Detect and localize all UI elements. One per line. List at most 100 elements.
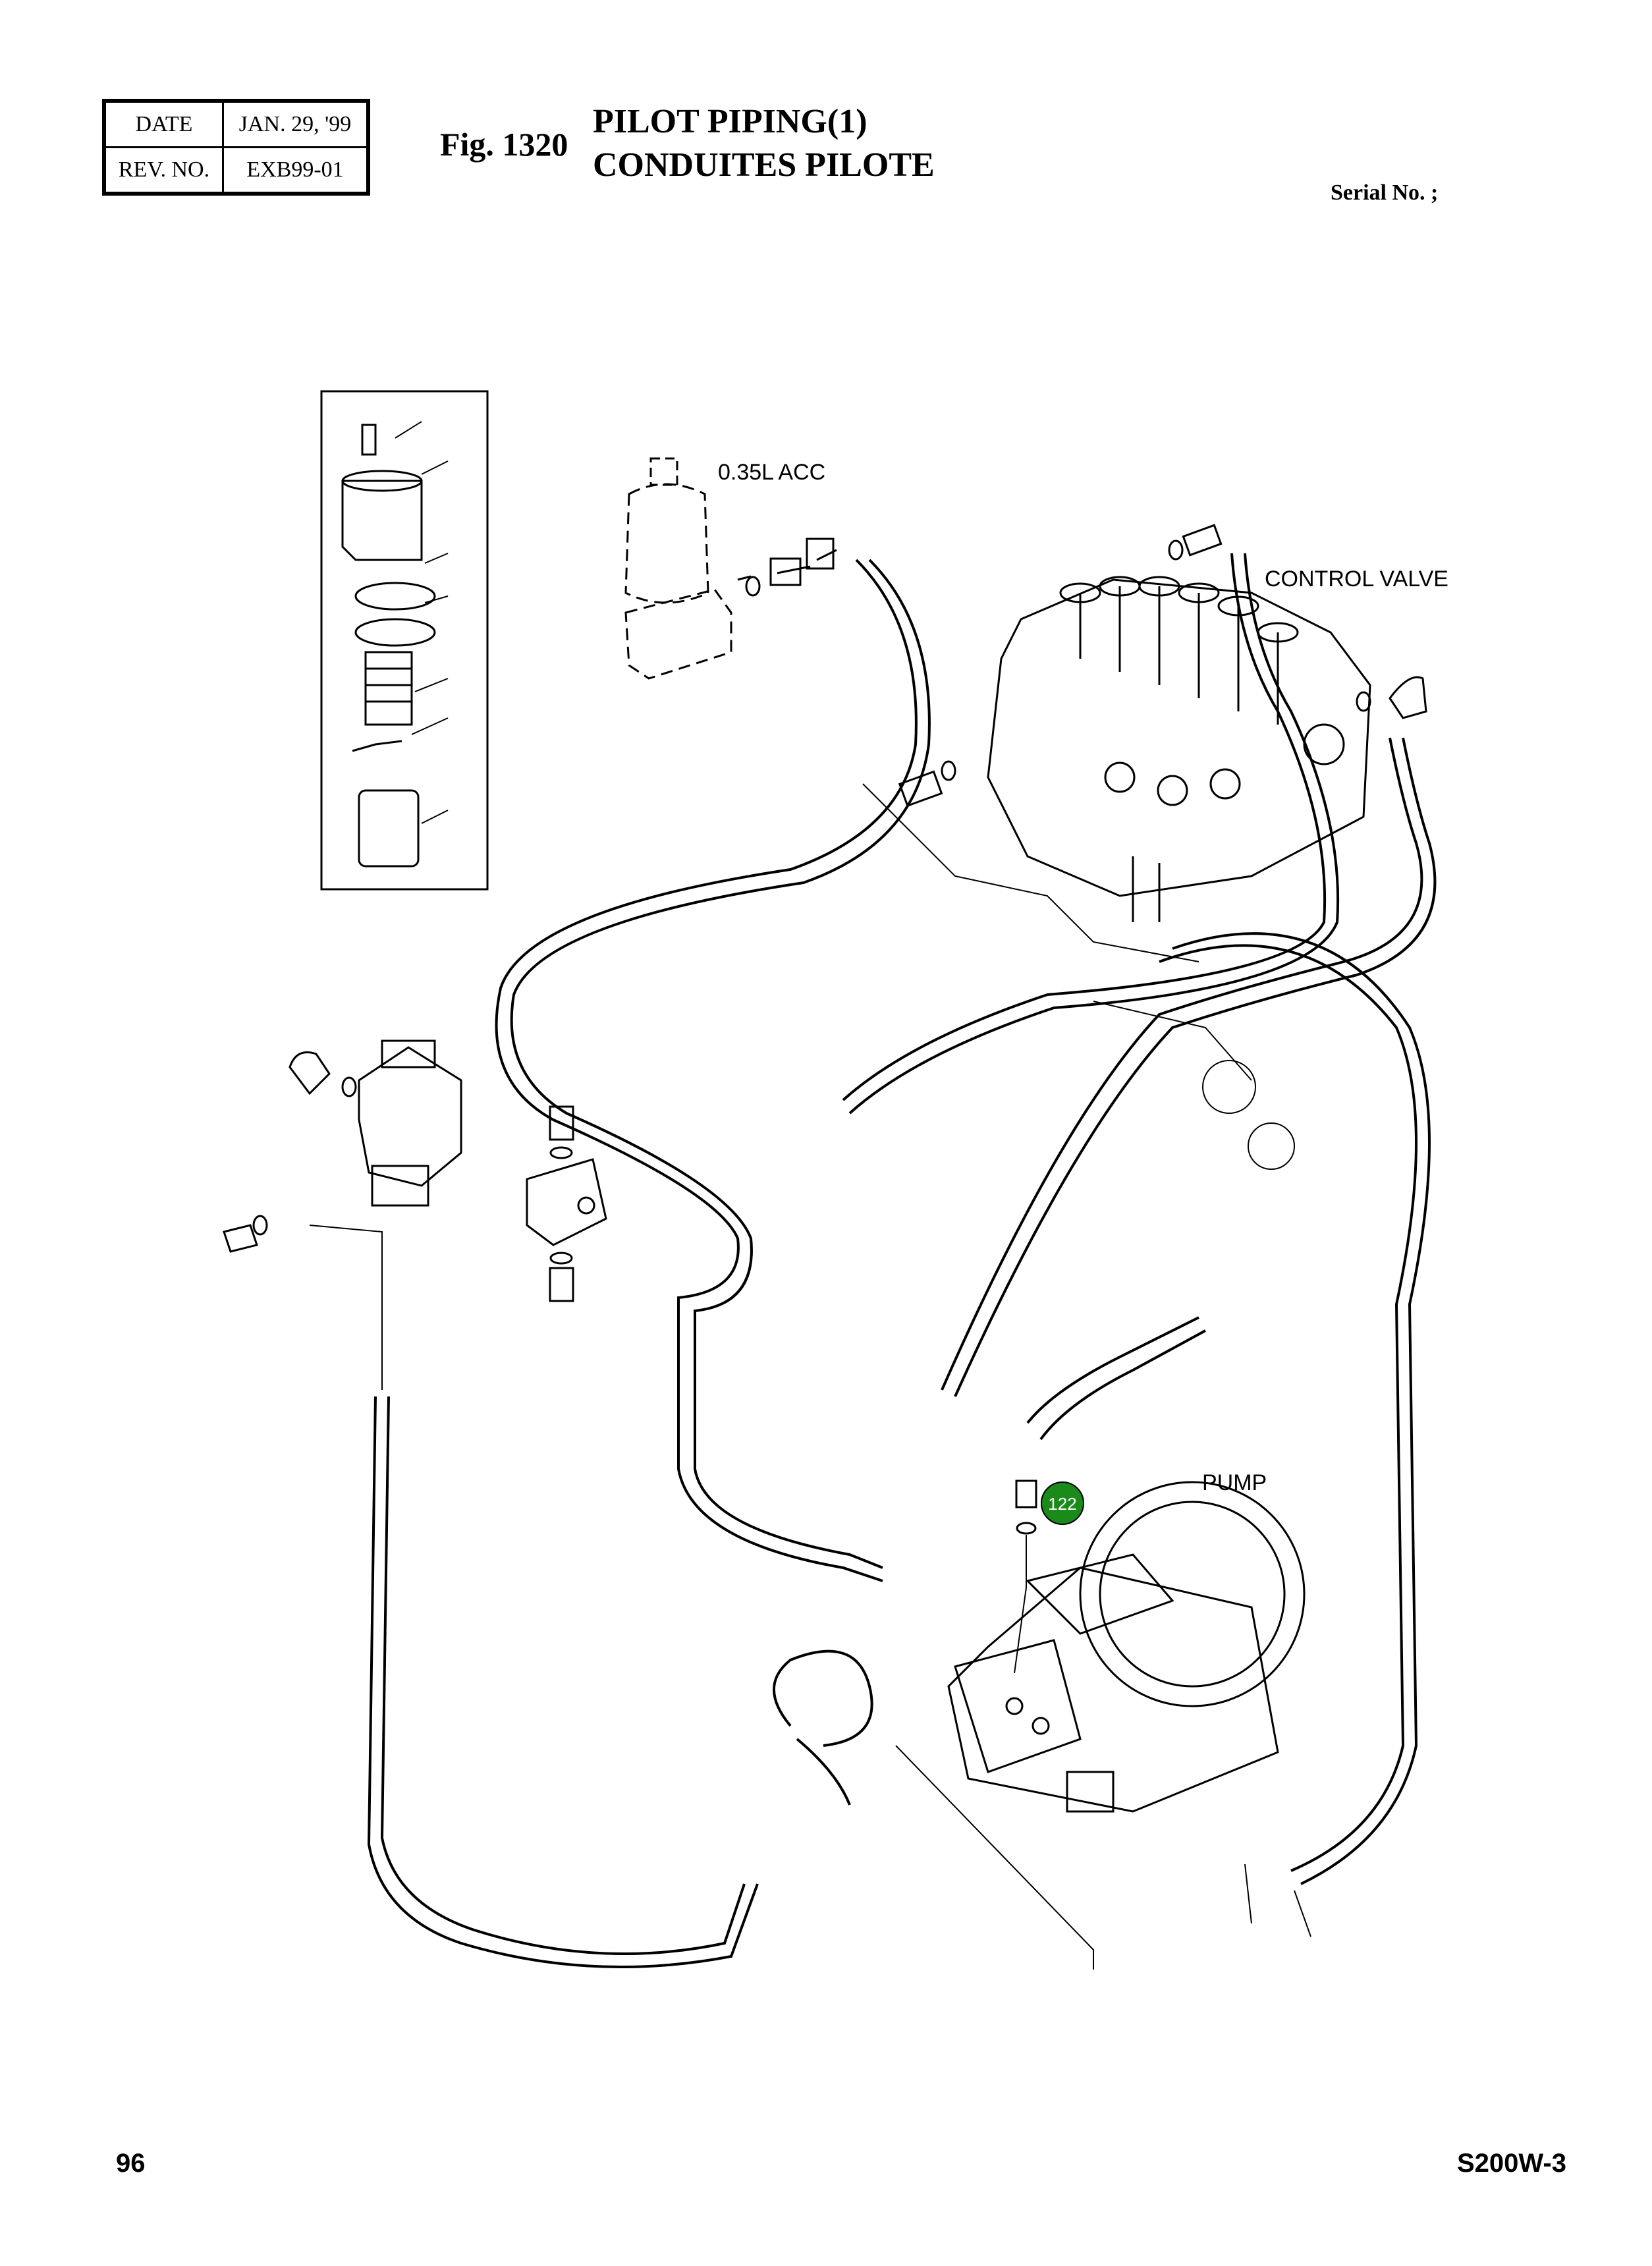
date-row: DATE JAN. 29, '99 — [103, 99, 370, 148]
figure-title: PILOT PIPING(1) CONDUITES PILOTE — [593, 100, 935, 187]
pump-flange — [1079, 1481, 1306, 1707]
accumulator — [624, 457, 837, 680]
accumulator-label: 0.35L ACC — [718, 460, 825, 485]
mounting-bolt — [223, 1224, 258, 1253]
hose-filter-to-pump — [367, 1396, 759, 1968]
date-value: JAN. 29, '99 — [222, 99, 370, 148]
hose-filter-to-pump-edge — [380, 1396, 746, 1955]
control-valve-fitting-left — [898, 770, 943, 808]
hose-control-to-pump — [954, 737, 1437, 1397]
revision-value: EXB99-01 — [222, 146, 370, 195]
leader-pump-bottom — [895, 1745, 1094, 1970]
control-valve-body — [987, 578, 1371, 897]
pump-oring-122 — [1016, 1522, 1037, 1535]
callout-122[interactable]: 122 — [1041, 1481, 1084, 1525]
spool-cap-3 — [1138, 576, 1180, 597]
pump-regulator — [1026, 1553, 1174, 1635]
control-valve-feet — [1132, 856, 1161, 922]
hose-pump-coil-tail — [796, 1738, 851, 1806]
pump-port-2 — [1032, 1717, 1050, 1735]
accumulator-adapter — [769, 557, 802, 586]
accumulator-shell — [624, 483, 709, 604]
pump-body — [947, 1566, 1279, 1813]
solenoid-elbow — [289, 1051, 331, 1095]
filter-inset-frame — [320, 390, 489, 891]
revision-info-table: DATE JAN. 29, '99 REV. NO. EXB99-01 — [102, 99, 370, 196]
solenoid-connector — [381, 1039, 436, 1068]
filter-head-top — [341, 470, 423, 492]
spool-cap-1 — [1059, 582, 1101, 603]
control-valve-spools — [1079, 586, 1279, 725]
date-label: DATE — [103, 99, 224, 148]
pilot-filter-assembly — [320, 390, 489, 891]
filter-oring-2 — [354, 618, 436, 647]
hose-pump-short-edge — [1039, 1329, 1206, 1441]
leader-left-block — [309, 1225, 383, 1390]
hose-control-to-junction — [848, 553, 1340, 1115]
pilot-hoses — [367, 553, 1437, 1968]
leader-pump-right — [1244, 1864, 1311, 1937]
detail-circle-2 — [1248, 1122, 1295, 1170]
figure-title-english: PILOT PIPING(1) — [593, 103, 867, 140]
hose-accumulator-to-pump — [495, 559, 918, 1582]
accumulator-cap — [649, 457, 678, 486]
callout-122-circle[interactable] — [1041, 1481, 1084, 1525]
tee-block-port — [577, 1196, 595, 1215]
revision-label: REV. NO. — [103, 146, 224, 195]
mounting-washer — [252, 1215, 268, 1236]
pump-port-1 — [1005, 1697, 1024, 1715]
control-valve-port-1 — [1104, 761, 1136, 793]
control-valve-oring-left — [941, 760, 956, 781]
accumulator-fittings — [737, 549, 837, 581]
filter-leader-lines — [395, 421, 449, 824]
accumulator-oring — [745, 576, 761, 597]
leader-control-valve — [862, 783, 1199, 962]
serial-number: Serial No. ; — [1331, 180, 1439, 205]
hose-control-to-pump-edge — [941, 737, 1423, 1391]
pump-valve-block — [954, 1639, 1082, 1773]
filter-magnet — [352, 740, 402, 752]
page-number: 96 — [116, 2149, 146, 2178]
hose-pump-short — [1026, 1316, 1199, 1424]
hose-right-loop-edge — [1172, 932, 1431, 1885]
tee-block-oring-bottom — [549, 1252, 573, 1265]
pump-label: PUMP — [1202, 1470, 1267, 1495]
accumulator-elbow — [806, 538, 835, 570]
filter-element — [364, 651, 413, 726]
filter-oring-1 — [354, 582, 436, 611]
tee-block-fitting-top — [549, 1105, 574, 1141]
tee-block-fitting-bottom — [549, 1267, 574, 1302]
control-valve-elbow-right — [1389, 676, 1427, 719]
hose-pump-coil — [773, 1649, 873, 1747]
filter-bowl — [358, 789, 420, 868]
detail-circle-1 — [1202, 1060, 1256, 1114]
filter-head — [341, 480, 423, 561]
filter-valve-stem — [361, 424, 377, 456]
filter-element-mesh — [366, 667, 412, 703]
solenoid-body — [358, 1046, 462, 1187]
control-valve-oring-right — [1356, 691, 1371, 712]
solenoid-coil — [371, 1165, 429, 1207]
pump-gear-pump — [1066, 1771, 1115, 1813]
spool-cap-4 — [1178, 582, 1220, 603]
control-valve-oring-top — [1168, 539, 1184, 561]
callout-122-number[interactable]: 122 — [1048, 1494, 1076, 1514]
control-valve-label: CONTROL VALVE — [1265, 566, 1448, 592]
solenoid-valve-block — [223, 1039, 607, 1302]
figure-number: Fig. 1320 — [440, 126, 568, 163]
leader-right-hoses — [1093, 1001, 1252, 1081]
solenoid-oring — [341, 1076, 357, 1097]
hose-control-to-junction-edge — [842, 553, 1327, 1101]
control-valve-fitting-top — [1182, 524, 1223, 557]
accumulator-block — [624, 588, 732, 680]
revision-row: REV. NO. EXB99-01 — [103, 146, 370, 195]
pump-fitting-122 — [1015, 1479, 1037, 1508]
pump-leader-line — [1014, 1535, 1027, 1674]
pump-flange-inner — [1099, 1501, 1286, 1688]
model-name: S200W-3 — [1457, 2149, 1566, 2178]
figure-title-french: CONDUITES PILOTE — [593, 146, 935, 184]
control-valve-port-3 — [1209, 768, 1241, 800]
spool-cap-5 — [1217, 595, 1259, 617]
